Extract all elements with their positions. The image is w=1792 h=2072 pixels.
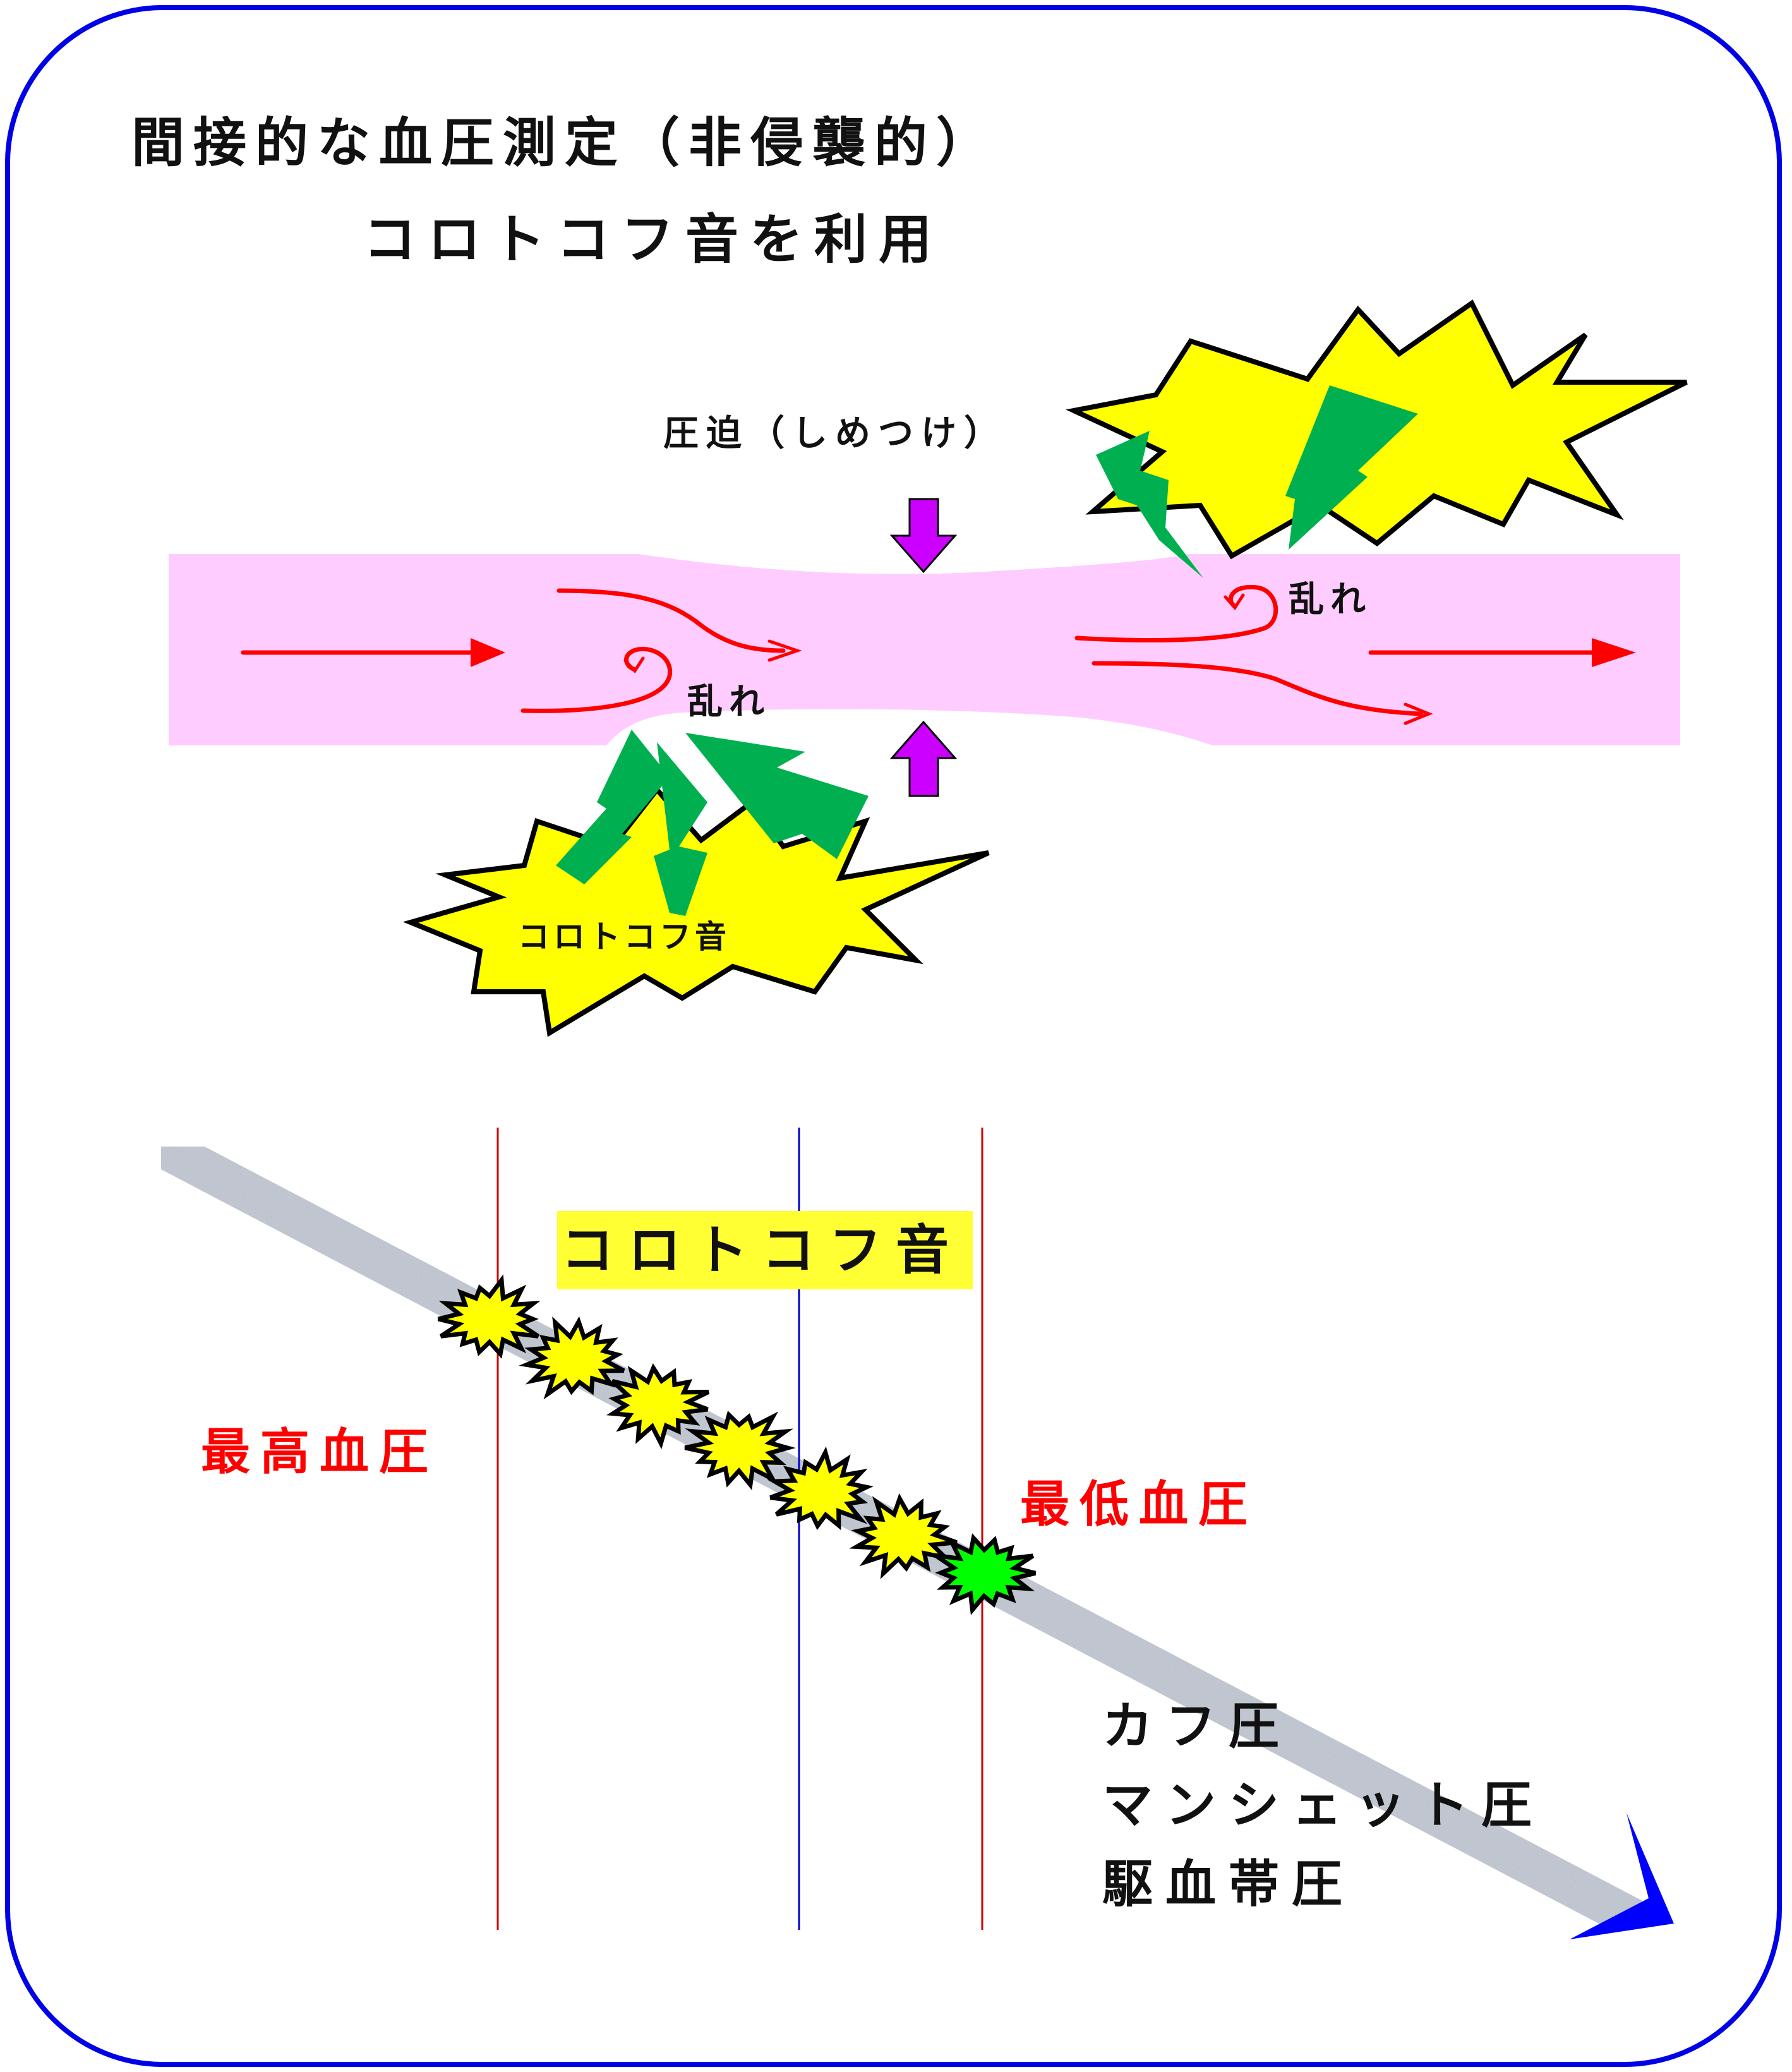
blood-vessel <box>169 554 1680 745</box>
axis-label-cuff: カフ圧 <box>1102 1697 1292 1756</box>
sound-burst <box>684 1411 796 1490</box>
compression-arrow-down <box>889 498 958 574</box>
sound-bursts <box>437 1274 1037 1615</box>
axis-label-tourniquet: 駆血帯圧 <box>1102 1855 1355 1913</box>
compression-label: 圧迫（しめつけ） <box>663 413 1007 454</box>
sound-burst <box>519 1316 625 1400</box>
sound-banner-bg <box>557 1211 973 1289</box>
sound-burst <box>437 1274 541 1359</box>
sound-banner-text: コロトコフ音 <box>561 1219 963 1281</box>
turbulence-label-left: 乱れ <box>687 682 771 723</box>
systolic-label: 最高血圧 <box>201 1424 438 1481</box>
sound-burst <box>849 1493 958 1579</box>
korotkoff-sound-label: コロトコフ音 <box>518 919 730 955</box>
rounded-frame <box>5 5 1782 2067</box>
title-line-2: コロトコフ音を利用 <box>363 208 943 270</box>
sound-burst <box>767 1446 874 1531</box>
title-line-1: 間接的な血圧測定（非侵襲的） <box>131 112 998 174</box>
last-sound-burst <box>934 1533 1037 1615</box>
flow-arrows <box>241 584 1636 725</box>
compression-arrow-up <box>889 720 958 797</box>
burst-lower <box>402 785 990 1037</box>
sound-burst <box>606 1363 710 1450</box>
bolt-icon <box>1096 385 1418 578</box>
axis-arrow-head <box>1570 1813 1674 1939</box>
turbulence-label-right: 乱れ <box>1289 579 1372 620</box>
bolt-icon <box>556 730 869 916</box>
diastolic-label: 最低血圧 <box>1020 1476 1258 1533</box>
axis-label-manschette: マンシェット圧 <box>1102 1776 1544 1834</box>
